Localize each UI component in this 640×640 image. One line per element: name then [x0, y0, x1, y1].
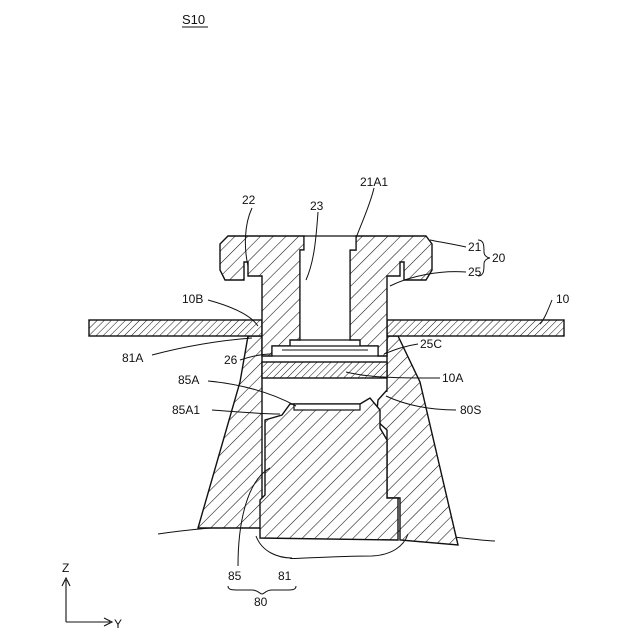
leader-21 [430, 240, 466, 247]
axis-label-z: Z [62, 561, 69, 575]
label-25: 25 [468, 265, 482, 279]
label-85A1: 85A1 [172, 403, 200, 417]
label-21: 21 [468, 240, 482, 254]
label-85: 85 [228, 569, 242, 583]
label-21A1: 21A1 [360, 175, 388, 189]
panel-10-left [89, 320, 262, 336]
panel-10-right [387, 320, 564, 336]
shaft-step-25C [272, 346, 378, 356]
core-part-85 [260, 398, 398, 540]
label-80: 80 [254, 595, 268, 609]
label-10A: 10A [442, 371, 463, 385]
label-85A: 85A [178, 373, 199, 387]
label-81A: 81A [122, 351, 143, 365]
label-80S: 80S [460, 403, 481, 417]
label-26: 26 [224, 353, 238, 367]
part-20-left-half [220, 236, 304, 356]
core-recess-85A [294, 404, 360, 410]
label-25C: 25C [420, 337, 442, 351]
leader-21A1 [356, 188, 374, 238]
figure-title: S10 [182, 12, 205, 27]
label-10B: 10B [182, 292, 203, 306]
brace-80 [228, 586, 296, 594]
label-20: 20 [492, 251, 506, 265]
label-81: 81 [278, 569, 292, 583]
leader-25 [390, 272, 466, 286]
label-10: 10 [556, 292, 570, 306]
shaft-hollow-23 [300, 236, 356, 340]
label-23: 23 [310, 199, 324, 213]
axis-label-y: Y [114, 617, 122, 631]
label-22: 22 [242, 193, 256, 207]
